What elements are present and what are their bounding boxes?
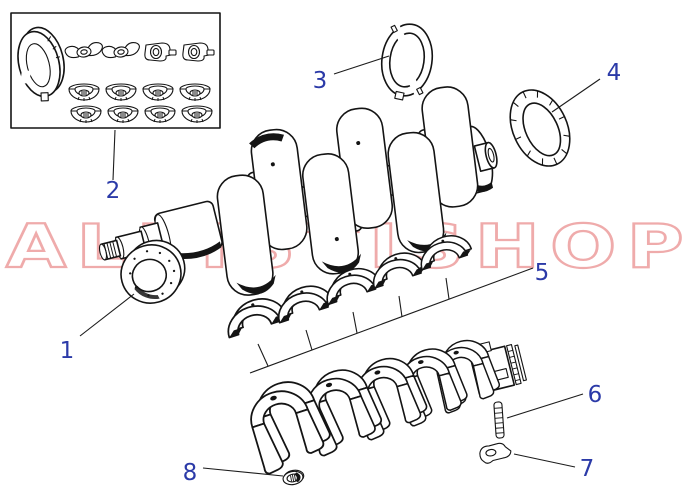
leader-line-4 [551, 78, 601, 113]
hardware-kit-box [10, 12, 221, 129]
callout-5: 5 [535, 260, 550, 286]
leader-lines [79, 55, 601, 477]
leader-line-8 [202, 467, 284, 477]
callout-labels: 1 2 3 4 5 6 7 8 [60, 60, 622, 486]
leader-line-7 [513, 453, 576, 468]
callout-4: 4 [607, 60, 622, 86]
leader-line-1 [79, 293, 135, 337]
dowel-pin [493, 401, 505, 439]
main-bearing-caps [239, 334, 527, 476]
leader-line-6 [506, 393, 584, 419]
split-thrust-ring [380, 22, 434, 101]
leader-ticks-5 [257, 277, 450, 367]
kit-seal-ring [17, 26, 65, 102]
leader-line-3 [333, 55, 390, 75]
lock-plate [479, 442, 512, 464]
callout-6: 6 [588, 382, 603, 408]
callout-8: 8 [183, 460, 198, 486]
front-oil-seal [120, 239, 186, 304]
callout-2: 2 [106, 178, 121, 204]
callout-1: 1 [60, 338, 75, 364]
callout-7: 7 [580, 456, 595, 482]
leader-line-5 [249, 267, 534, 374]
leader-line-2 [112, 129, 116, 181]
core-plug [282, 469, 305, 486]
callout-3: 3 [313, 68, 328, 94]
rear-oil-seal [509, 89, 571, 167]
